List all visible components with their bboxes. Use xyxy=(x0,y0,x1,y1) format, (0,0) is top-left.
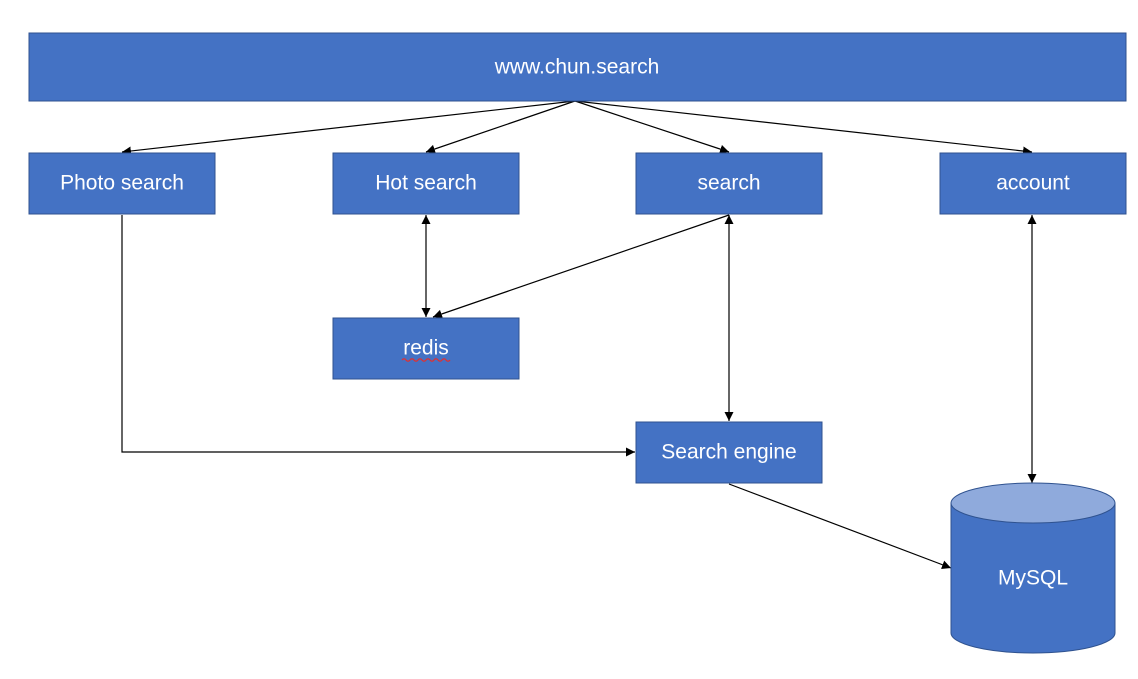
node-label-website: www.chun.search xyxy=(494,56,660,79)
node-label-photo-search: Photo search xyxy=(60,172,184,195)
node-redis: redis xyxy=(332,317,520,380)
edge-website-to-hot-search xyxy=(425,100,576,154)
database-cylinder-body xyxy=(950,502,1116,654)
edge-photo-search-to-search-engine xyxy=(121,215,635,457)
node-label-redis: redis xyxy=(403,337,449,360)
edge-search-to-redis xyxy=(432,214,730,319)
node-photo-search: Photo search xyxy=(28,152,216,215)
node-search: search xyxy=(635,152,823,215)
nodes: www.chun.search Photo search Hot search … xyxy=(28,32,1127,654)
node-hot-search: Hot search xyxy=(332,152,520,215)
node-label-hot-search: Hot search xyxy=(375,172,477,195)
node-account: account xyxy=(939,152,1127,215)
node-label-mysql: MySQL xyxy=(998,567,1068,590)
edges xyxy=(121,100,1037,570)
node-website: www.chun.search xyxy=(28,32,1127,102)
node-mysql-database: MySQL xyxy=(950,482,1116,654)
edge-website-to-search xyxy=(574,100,730,154)
edge-search-engine-to-mysql xyxy=(728,483,952,570)
database-cylinder-top xyxy=(950,482,1116,524)
edge-website-to-account xyxy=(574,100,1033,156)
node-search-engine: Search engine xyxy=(635,421,823,484)
node-label-search-engine: Search engine xyxy=(661,441,796,464)
node-label-search: search xyxy=(697,172,760,195)
spellcheck-underline xyxy=(401,358,451,362)
node-label-account: account xyxy=(996,172,1070,195)
edge-website-to-photo-search xyxy=(121,100,576,156)
